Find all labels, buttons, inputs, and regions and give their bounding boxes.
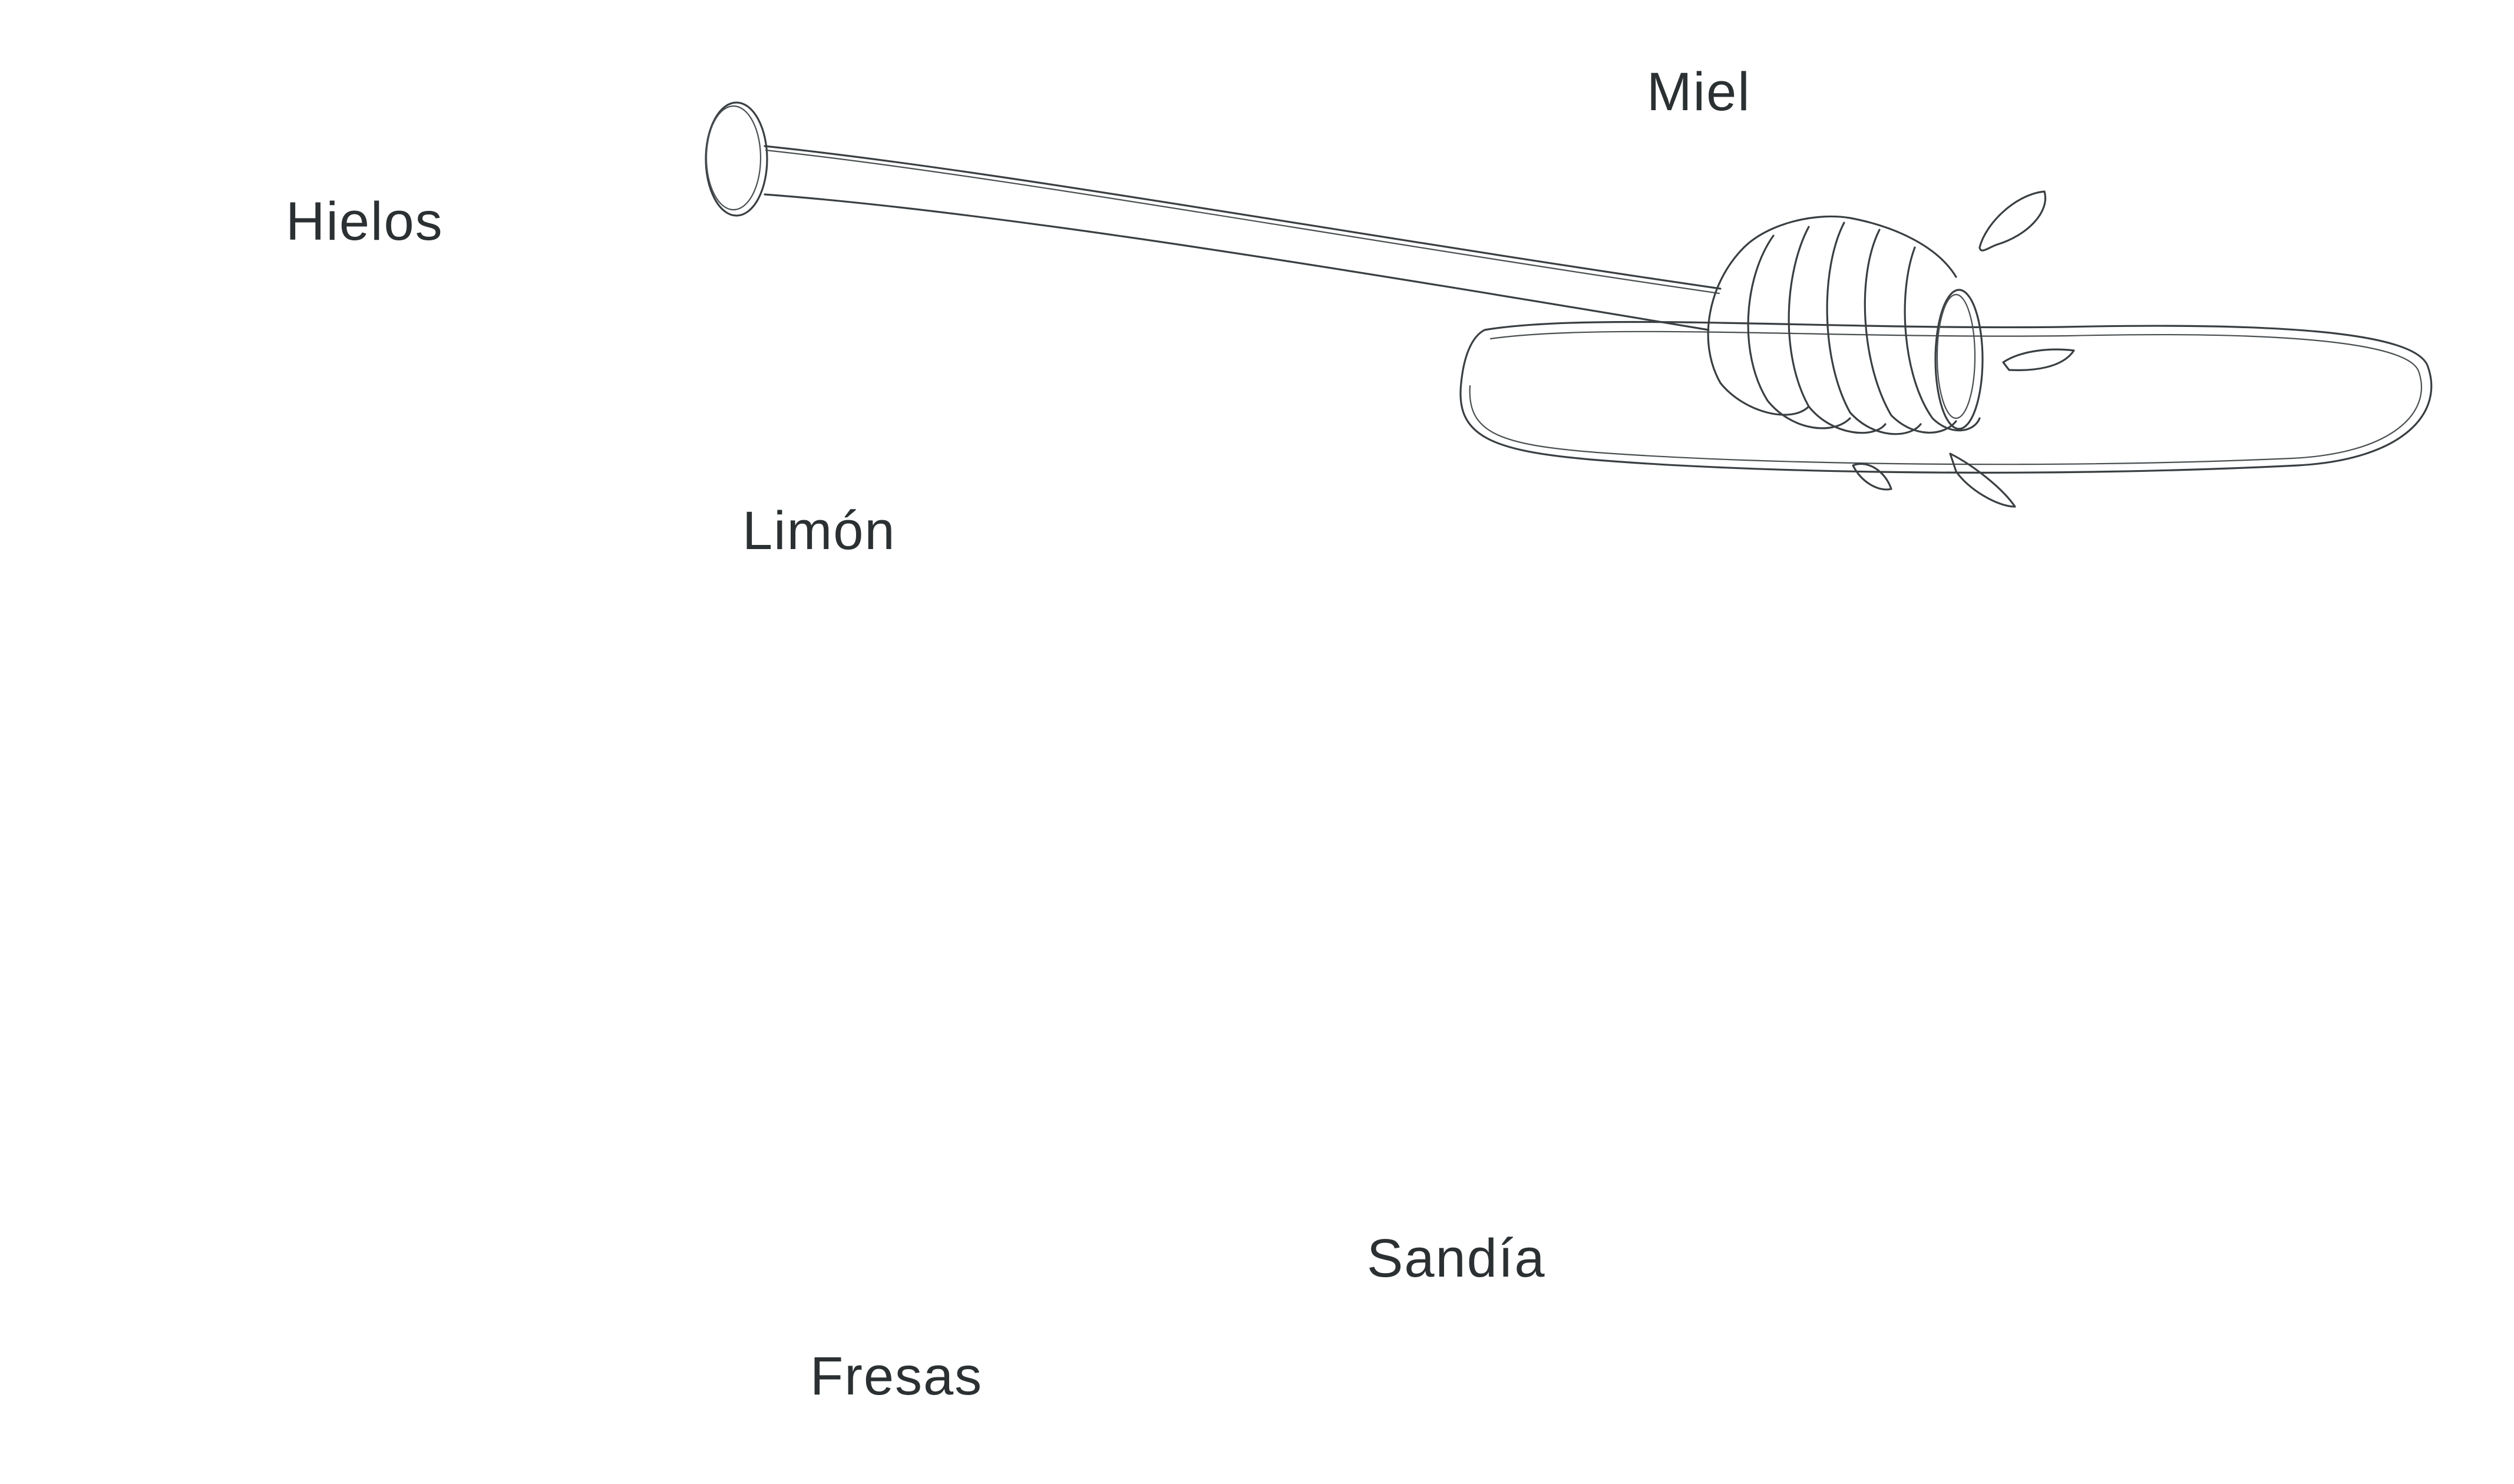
label-limon: Limón — [742, 501, 896, 561]
label-fresas: Fresas — [810, 1346, 983, 1406]
label-miel: Miel — [1647, 62, 1751, 122]
label-sandia: Sandía — [1367, 1228, 1546, 1288]
label-hielos: Hielos — [286, 191, 444, 252]
honey-dipper-icon — [705, 101, 2433, 508]
